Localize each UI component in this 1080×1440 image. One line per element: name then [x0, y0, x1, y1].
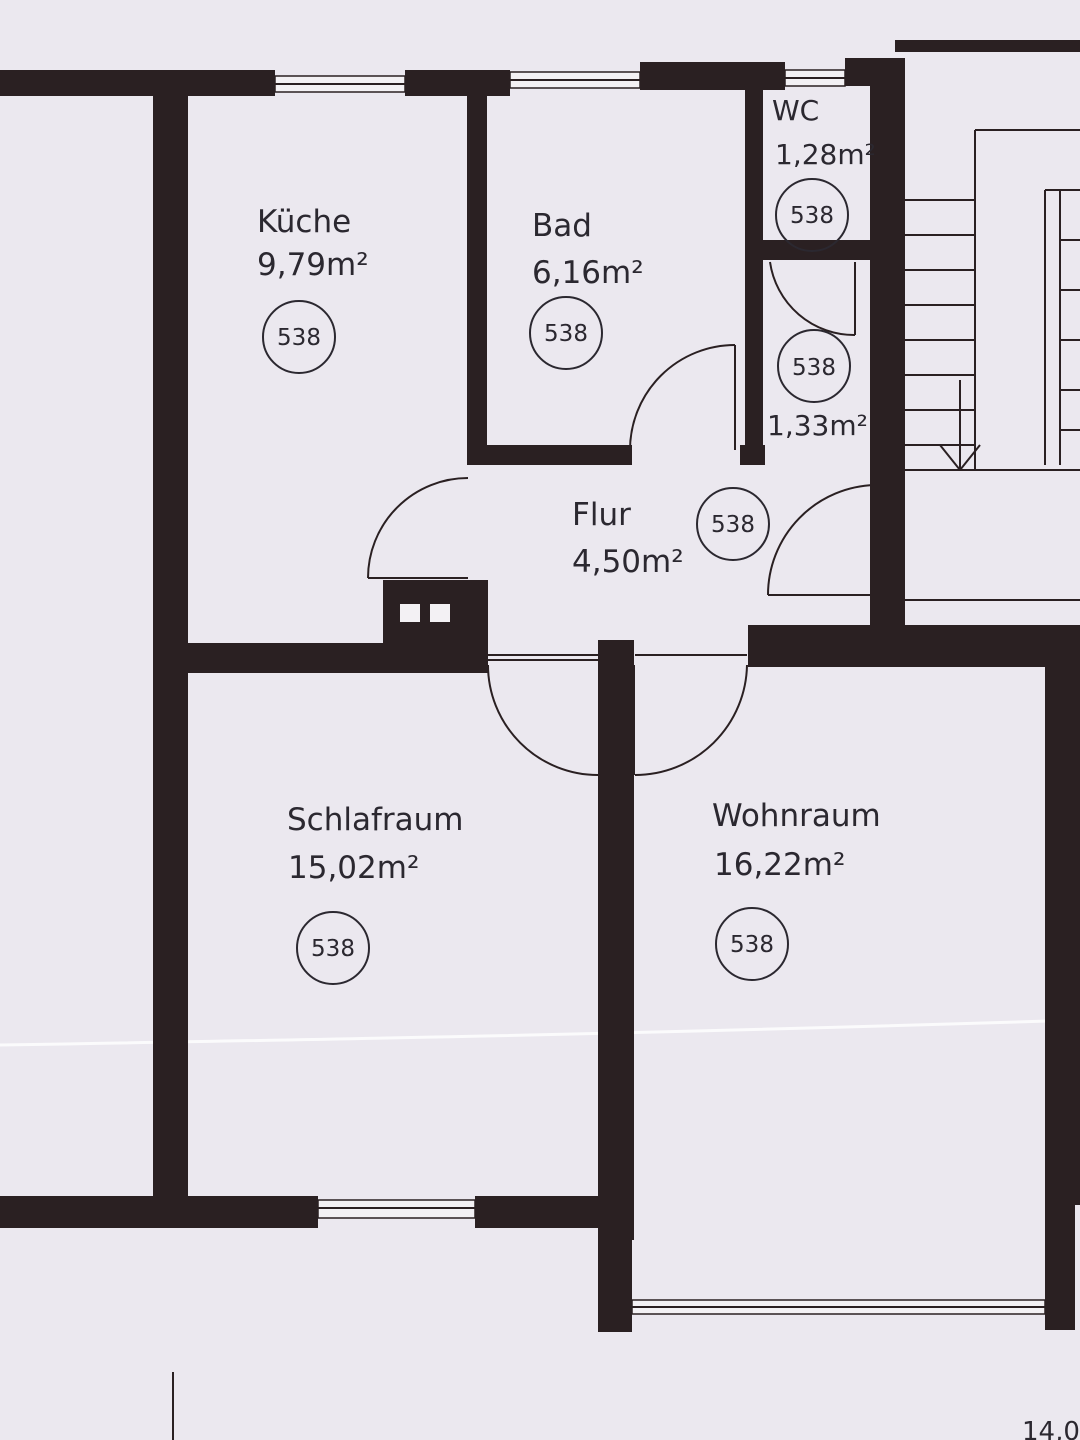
room-name: Bad — [532, 208, 592, 244]
room-name: Wohnraum — [712, 798, 881, 834]
room-name: Küche — [257, 204, 351, 240]
windows — [274, 69, 1046, 1315]
room-area: 9,79m² — [257, 247, 369, 283]
room-badge-ring — [696, 487, 770, 561]
room-badge-ring — [529, 296, 603, 370]
room-name: Schlafraum — [287, 802, 463, 838]
room-name: WC — [772, 94, 819, 127]
room-abstell: 538 1,33m² — [767, 329, 868, 442]
corner-text: 14,0 — [1022, 1417, 1080, 1440]
room-badge-ring — [262, 300, 336, 374]
room-badge: 538 — [730, 932, 774, 958]
room-area: 4,50m² — [572, 544, 684, 580]
room-area: 1,33m² — [767, 409, 868, 442]
room-badge-ring — [777, 329, 851, 403]
room-badge-ring — [296, 911, 370, 985]
staircase — [905, 129, 1080, 601]
walls — [0, 40, 1080, 1332]
room-area: 6,16m² — [532, 255, 644, 291]
room-badge: 538 — [790, 203, 834, 229]
room-flur: Flur 4,50m² 538 — [572, 487, 770, 580]
room-wohnraum: Wohnraum 16,22m² 538 — [712, 798, 881, 981]
paper-fold — [0, 1018, 1080, 1047]
room-area: 1,28m² — [775, 138, 876, 171]
room-badge: 538 — [311, 936, 355, 962]
room-name: Flur — [572, 497, 631, 533]
room-area: 15,02m² — [288, 850, 419, 886]
room-badge: 538 — [792, 355, 836, 381]
room-badge: 538 — [544, 321, 588, 347]
room-badge: 538 — [711, 512, 755, 538]
room-badge-ring — [715, 907, 789, 981]
doors — [367, 261, 876, 776]
room-bad: Bad 6,16m² 538 — [529, 208, 644, 370]
room-badge-ring — [775, 178, 849, 252]
room-kueche: Küche 9,79m² 538 — [257, 204, 369, 374]
room-badge: 538 — [277, 325, 321, 351]
room-wc: WC 1,28m² 538 — [772, 94, 876, 252]
room-schlafraum: Schlafraum 15,02m² 538 — [287, 802, 463, 985]
room-area: 16,22m² — [714, 847, 845, 883]
